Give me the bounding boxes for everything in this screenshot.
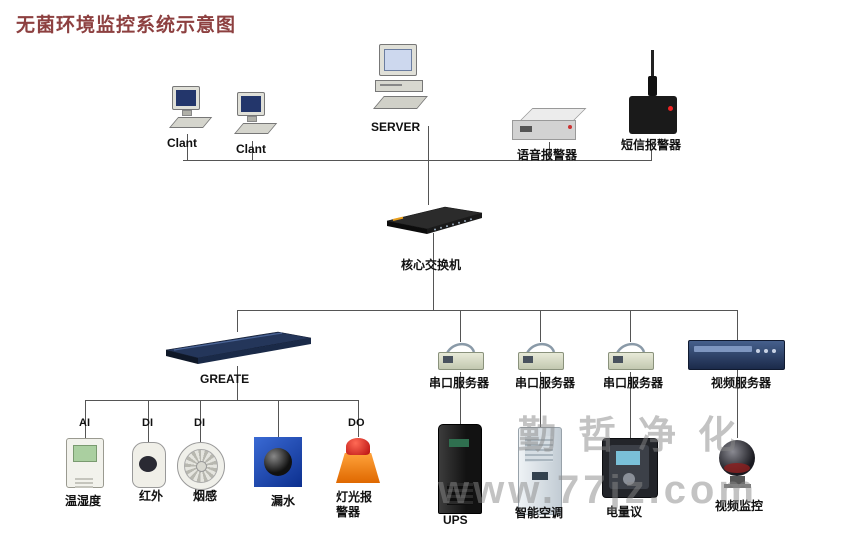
temp-humidity-icon (66, 438, 104, 488)
ups-label: UPS (443, 513, 468, 527)
serial-server-3-icon (606, 338, 656, 372)
connector-smoke (200, 400, 201, 443)
connector-greate (237, 310, 238, 332)
temp-humidity-label: 温湿度 (65, 494, 102, 508)
light-alarm-label: 灯光报警器 (336, 490, 373, 519)
connector-voice-alarm (549, 142, 550, 160)
port-label-di2: DI (194, 417, 205, 429)
infrared-icon (132, 442, 166, 488)
connector-client1 (187, 134, 188, 160)
video-monitor-icon (713, 436, 761, 492)
connector-video-server (737, 310, 738, 340)
port-label-di1: DI (142, 417, 153, 429)
power-meter-icon (602, 438, 658, 498)
connector-serial2 (540, 310, 541, 342)
client1-icon (163, 86, 213, 136)
ups-icon (438, 424, 482, 514)
smart-ac-icon (518, 427, 562, 515)
connector-serial3 (630, 310, 631, 342)
smoke-icon (177, 442, 225, 490)
page-title: 无菌环境监控系统示意图 (16, 15, 237, 36)
connector-switch-bus2 (433, 233, 434, 310)
connector-sms-alarm (651, 150, 652, 160)
connector-infrared (148, 400, 149, 443)
connector-serial1 (460, 310, 461, 342)
serial-server-3-label: 串口服务器 (603, 376, 664, 390)
serial-server-2-label: 串口服务器 (515, 376, 576, 390)
client1-label: Clant (167, 136, 197, 150)
greate-icon (162, 328, 314, 373)
core-switch-icon (383, 202, 485, 241)
video-server-label: 视频服务器 (711, 376, 772, 390)
server-label: SERVER (371, 120, 421, 134)
connector-light-alarm (358, 400, 359, 437)
infrared-label: 红外 (139, 489, 164, 503)
connector-greate-bus3 (237, 366, 238, 400)
bus-sensors (85, 400, 358, 401)
server-icon (365, 44, 429, 122)
video-server-icon (688, 340, 785, 370)
water-leak-icon (254, 437, 302, 487)
serial-server-2-icon (516, 338, 566, 372)
core-switch-label: 核心交换机 (401, 258, 462, 272)
greate-label: GREATE (200, 372, 250, 386)
watermark-text: 勤哲净化 (518, 415, 759, 457)
connector-smart-ac (540, 372, 541, 428)
power-meter-label: 电量议 (606, 505, 643, 519)
smart-ac-label: 智能空调 (515, 506, 564, 520)
connector-water-leak (278, 400, 279, 438)
sms-alarm-label: 短信报警器 (621, 138, 682, 152)
port-label-ai: AI (79, 417, 90, 429)
client2-icon (228, 92, 278, 142)
serial-server-1-label: 串口服务器 (429, 376, 490, 390)
bus-top (183, 160, 652, 161)
sms-alarm-icon (625, 50, 681, 142)
voice-alarm-icon (512, 106, 587, 142)
connector-client2 (252, 141, 253, 160)
connector-power-meter (630, 372, 631, 438)
client2-label: Clant (236, 142, 266, 156)
connector-ups (460, 372, 461, 424)
bus-middle (237, 310, 737, 311)
watermark-url: www.77jz.com (438, 468, 758, 512)
connector-video-monitor (737, 370, 738, 438)
light-alarm-icon (332, 436, 384, 488)
voice-alarm-label: 语音报警器 (517, 148, 578, 162)
connector-temp-humidity (85, 400, 86, 438)
serial-server-1-icon (436, 338, 486, 372)
connector-server-switch (428, 126, 429, 205)
port-label-do: DO (348, 417, 365, 429)
smoke-label: 烟感 (193, 489, 218, 503)
water-leak-label: 漏水 (271, 494, 296, 508)
video-monitor-label: 视频监控 (715, 499, 764, 513)
